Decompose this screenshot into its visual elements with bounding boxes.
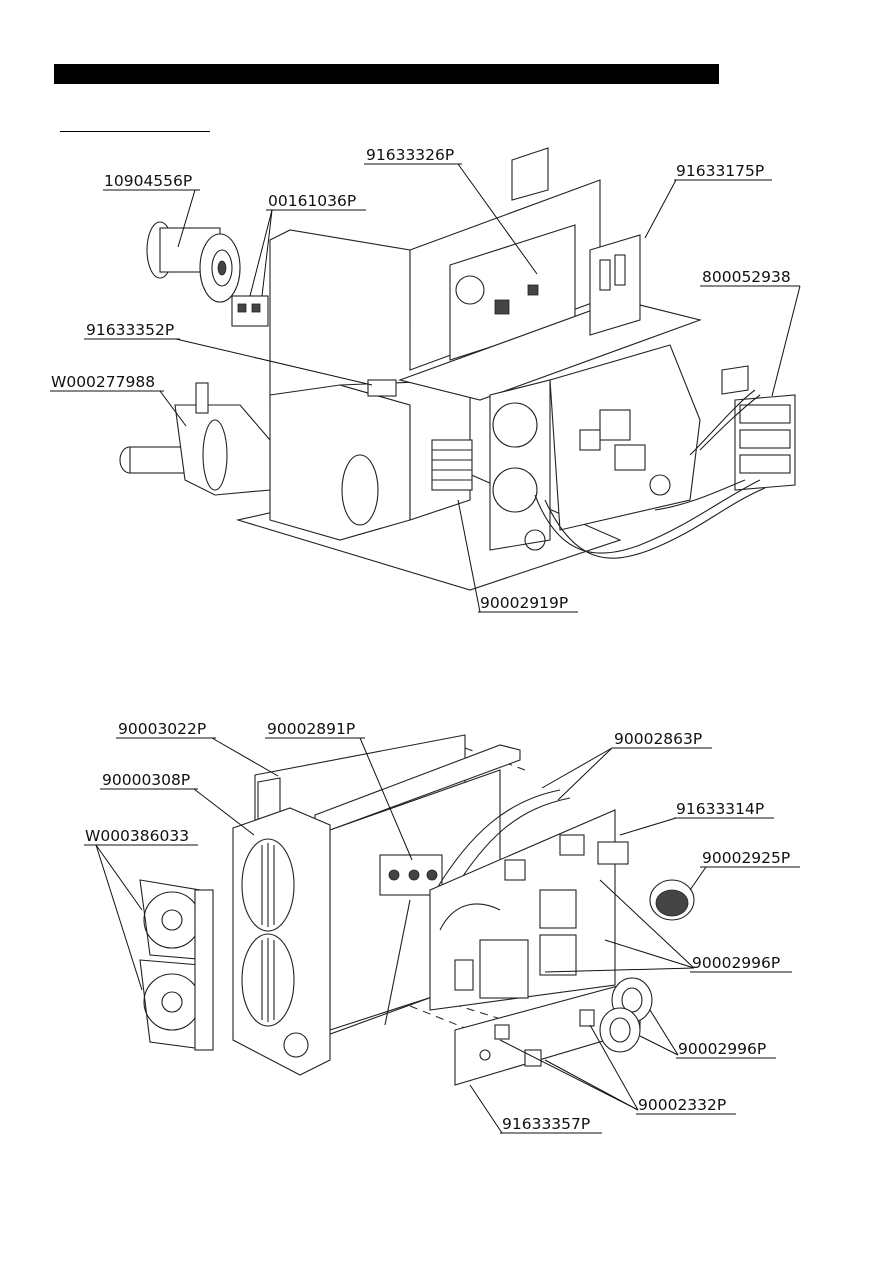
- label-90003022p: 90003022P: [118, 720, 206, 738]
- label-91633326p: 91633326P: [366, 146, 454, 164]
- label-00161036p: 00161036P: [268, 192, 356, 210]
- fan-pair: [139, 879, 214, 1051]
- connector-part: [367, 379, 397, 397]
- label-91633314p: 91633314P: [676, 800, 764, 818]
- terminal-plate: [721, 365, 749, 395]
- label-91633357p: 91633357P: [502, 1115, 590, 1133]
- label-800052938: 800052938: [702, 268, 791, 286]
- transformer: [431, 439, 473, 491]
- label-90002863p: 90002863P: [614, 730, 702, 748]
- bottom-assembly: [139, 734, 695, 1086]
- label-90000308p: 90000308P: [102, 771, 190, 789]
- label-90002925p: 90002925P: [702, 849, 790, 867]
- pcb-capacitor: [455, 275, 485, 305]
- label-w000277988: W000277988: [51, 373, 155, 391]
- relay-part: [231, 295, 269, 327]
- label-90002919p: 90002919P: [480, 594, 568, 612]
- front-heatsink: [232, 807, 331, 1076]
- label-10904556p: 10904556P: [104, 172, 192, 190]
- chassis-hole: [341, 454, 379, 526]
- label-90002332p: 90002332P: [638, 1096, 726, 1114]
- toroid-parts: [599, 977, 653, 1053]
- top-assembly: [119, 147, 796, 591]
- label-w000386033: W000386033: [85, 827, 189, 845]
- pcb-transformer: [479, 939, 529, 999]
- chassis-front: [269, 384, 411, 541]
- top-leaders: [50, 163, 801, 613]
- label-90002996p-b: 90002996P: [678, 1040, 766, 1058]
- label-90002891p: 90002891P: [267, 720, 355, 738]
- buzzer-part: [649, 879, 695, 921]
- fan-lower: [492, 467, 538, 513]
- diode-module: [379, 854, 443, 896]
- label-91633352p: 91633352P: [86, 321, 174, 339]
- heatsink-fins: [261, 843, 275, 1022]
- label-90002996p-a: 90002996P: [692, 954, 780, 972]
- pcb-chip: [494, 299, 510, 315]
- fan-frame: [489, 379, 551, 551]
- header-bar: [54, 64, 719, 84]
- output-terminals: [734, 394, 796, 491]
- fan-upper: [492, 402, 538, 448]
- label-91633175p: 91633175P: [676, 162, 764, 180]
- cable-1: [534, 479, 761, 554]
- wire-spool-part: [146, 221, 241, 303]
- bottom-leaders: [84, 737, 800, 1134]
- rear-tab: [511, 147, 549, 201]
- wire-feeder-part: [119, 382, 271, 496]
- section-underline: [60, 131, 210, 132]
